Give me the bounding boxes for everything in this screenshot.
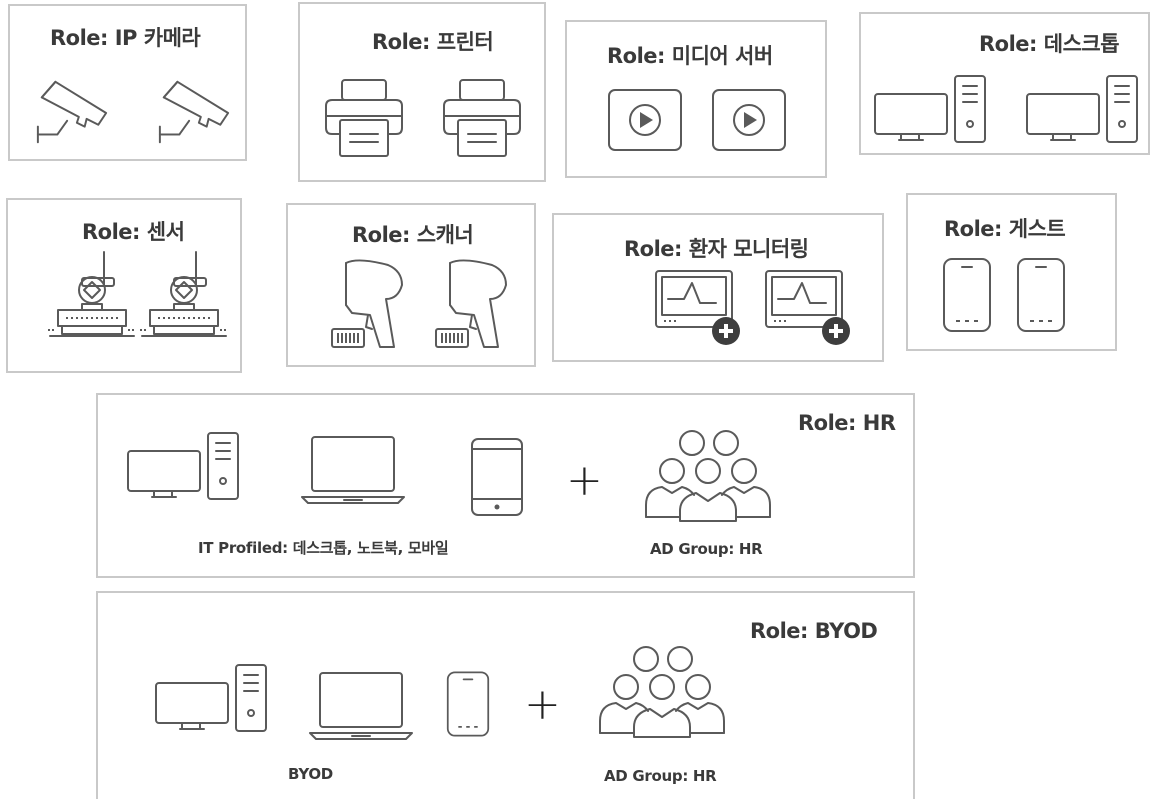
desktop-computer-icon xyxy=(154,663,274,735)
role-title-sensor: Role: 센서 xyxy=(82,220,185,244)
printer-icon xyxy=(440,76,524,160)
user-group-icon xyxy=(638,427,778,523)
mobile-phone-icon xyxy=(446,667,490,741)
role-box-sensor: Role: 센서 xyxy=(6,198,242,373)
role-title-printer: Role: 프린터 xyxy=(372,30,494,54)
role-title-byod: Role: BYOD xyxy=(750,619,878,643)
role-box-byod: Role: BYOD + BYOD AD Group: HR xyxy=(96,591,915,799)
byod-group-caption: AD Group: HR xyxy=(604,767,717,785)
role-box-scanner: Role: 스캐너 xyxy=(286,203,536,367)
role-box-patient-monitoring: Role: 환자 모니터링 xyxy=(552,213,884,362)
plus-sign: + xyxy=(524,679,561,730)
tablet-icon xyxy=(470,437,524,517)
barcode-scanner-icon xyxy=(328,255,418,355)
desktop-computer-icon xyxy=(873,74,993,146)
role-box-ip-camera: Role: IP 카메라 xyxy=(8,4,247,161)
role-box-guest: Role: 게스트 xyxy=(906,193,1117,351)
role-title-patient-monitoring: Role: 환자 모니터링 xyxy=(624,237,809,261)
role-title-scanner: Role: 스캐너 xyxy=(352,223,474,247)
role-title-ip-camera: Role: IP 카메라 xyxy=(50,26,201,50)
role-box-printer: Role: 프린터 xyxy=(298,2,546,182)
role-title-guest: Role: 게스트 xyxy=(944,217,1066,241)
barcode-scanner-icon xyxy=(432,255,522,355)
sensor-icon xyxy=(42,248,142,348)
hr-group-caption: AD Group: HR xyxy=(650,540,763,558)
role-title-desktop: Role: 데스크톱 xyxy=(979,32,1120,56)
desktop-computer-icon xyxy=(1025,74,1145,146)
patient-monitor-icon xyxy=(654,269,744,349)
play-button-icon xyxy=(607,88,683,152)
laptop-icon xyxy=(298,435,408,507)
mobile-phone-icon xyxy=(1016,257,1066,333)
printer-icon xyxy=(322,76,406,160)
byod-devices-caption: BYOD xyxy=(288,765,333,783)
mobile-phone-icon xyxy=(942,257,992,333)
laptop-icon xyxy=(306,671,416,743)
role-box-media-server: Role: 미디어 서버 xyxy=(565,20,827,178)
plus-sign: + xyxy=(566,455,603,506)
role-title-hr: Role: HR xyxy=(798,411,896,435)
role-title-media-server: Role: 미디어 서버 xyxy=(607,44,773,68)
sensor-icon xyxy=(134,248,234,348)
security-camera-icon xyxy=(150,74,238,152)
hr-devices-caption: IT Profiled: 데스크톱, 노트북, 모바일 xyxy=(198,539,449,557)
play-button-icon xyxy=(711,88,787,152)
desktop-computer-icon xyxy=(126,431,246,503)
user-group-icon xyxy=(592,643,732,739)
role-box-desktop: Role: 데스크톱 xyxy=(859,12,1150,155)
security-camera-icon xyxy=(28,74,116,152)
role-box-hr: Role: HR + IT Profiled: 데스크톱, 노트북, 모바일 A… xyxy=(96,393,915,578)
patient-monitor-icon xyxy=(764,269,854,349)
